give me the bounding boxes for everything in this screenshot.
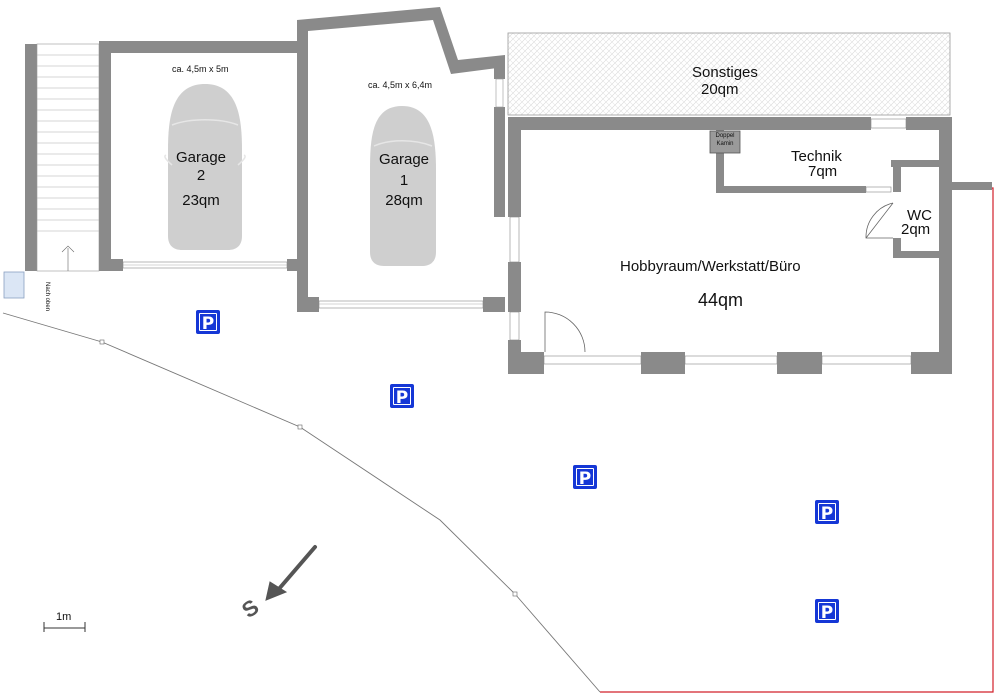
technik-name: Technik [791, 148, 842, 165]
sonstiges-name: Sonstiges [692, 64, 758, 81]
hobby-building-walls [508, 117, 992, 374]
car-garage-1 [370, 106, 436, 266]
garage-2-name: Garage [175, 149, 227, 166]
kamin-label-1: Doppel [715, 133, 735, 139]
parking-sign: P [390, 384, 414, 408]
parking-sign: P [815, 500, 839, 524]
hobby-door-swing [544, 311, 586, 353]
parking-sign: P [573, 465, 597, 489]
sonstiges-area [507, 32, 951, 116]
kamin-box [709, 130, 741, 154]
wc-name: WC [907, 207, 932, 224]
garage-2-area: 23qm [182, 192, 220, 209]
stairs-note: Nach oben [44, 282, 50, 312]
parking-sign: P [815, 599, 839, 623]
hobbyraum-area: 44qm [698, 290, 744, 310]
car-garage-2 [168, 84, 242, 250]
staircase [25, 43, 100, 272]
wc-door-swing [865, 202, 894, 239]
garage-1-dimensions: ca. 4,5m x 6,4m [368, 80, 433, 90]
plot-boundary-line [2, 312, 601, 693]
corner-marker [3, 271, 25, 299]
kamin-label-2: Kamin [716, 141, 734, 147]
scale-bar [43, 622, 86, 632]
garage-1-number: 1 [399, 172, 409, 189]
north-arrow [265, 545, 317, 601]
garage-1-walls [297, 7, 505, 312]
garage-1-name: Garage [378, 151, 430, 168]
scale-label: 1m [56, 611, 72, 623]
technik-area: 7qm [808, 163, 838, 180]
sonstiges-area-label: 20qm [701, 81, 739, 98]
garage-2-dimensions: ca. 4,5m x 5m [172, 64, 229, 74]
garage-2-number: 2 [196, 167, 206, 184]
garage-1-area: 28qm [385, 192, 423, 209]
wc-area: 2qm [901, 221, 931, 238]
parking-sign: P [196, 310, 220, 334]
hobbyraum-name: Hobbyraum/Werkstatt/Büro [620, 258, 801, 275]
